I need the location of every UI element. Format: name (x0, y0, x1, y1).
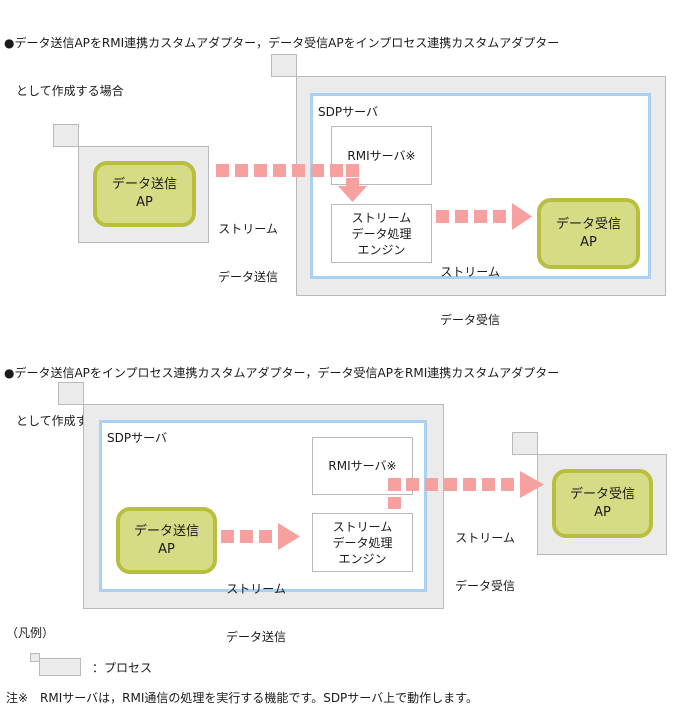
engine-line3: エンジン (357, 242, 406, 257)
engine-line1: ストリーム (332, 519, 393, 534)
arrow-dash (273, 164, 286, 177)
arrow-dash (501, 478, 514, 491)
process-tab (271, 54, 297, 77)
recv-label-line2: データ受信 (440, 313, 501, 327)
recv-ap-line1: データ受信 (569, 486, 635, 502)
arrow-dash (482, 478, 495, 491)
engine-line2: データ処理 (351, 226, 412, 241)
send-ap-line1: データ送信 (133, 523, 199, 539)
legend-process-tab (30, 653, 40, 662)
arrow-dash (216, 164, 229, 177)
arrow-dash (463, 478, 476, 491)
arrow-head (278, 523, 300, 550)
send-label-line2: データ送信 (226, 630, 287, 644)
sdp-server-label: SDPサーバ (318, 105, 378, 119)
arrow-dash (221, 530, 234, 543)
arrow-dash (493, 210, 506, 223)
process-tab (58, 382, 84, 405)
section1-title-line2: として作成する場合 (4, 84, 124, 98)
send-label: ストリーム データ送信 (218, 189, 278, 301)
footnote: 注※ RMIサーバは，RMI通信の処理を実行する機能です。SDPサーバ上で動作し… (6, 691, 478, 705)
arrow-head (338, 186, 367, 202)
arrow-dash (330, 164, 343, 177)
send-ap-line1: データ送信 (111, 177, 177, 192)
engine-line2: データ処理 (332, 535, 393, 550)
arrow-dash (254, 164, 267, 177)
arrow-dash (455, 210, 468, 223)
legend-title: （凡例） (6, 626, 55, 640)
section2-title-line1: ●データ送信APをインプロセス連携カスタムアダプター，データ受信APをRMI連携… (4, 366, 560, 380)
sdp-server-label: SDPサーバ (107, 431, 167, 445)
send-ap[interactable]: データ送信 AP (93, 161, 196, 227)
section1-title: ●データ送信APをRMI連携カスタムアダプター，データ受信APをインプロセス連携… (4, 3, 559, 115)
recv-ap-line2: AP (580, 234, 597, 250)
legend-process-swatch (39, 658, 81, 676)
arrow-dash (292, 164, 305, 177)
arrow-head (520, 471, 544, 498)
arrow-dash (474, 210, 487, 223)
send-label-line1: ストリーム (226, 582, 286, 596)
rmi-server-label: RMIサーバ※ (328, 459, 397, 473)
engine-line1: ストリーム (351, 210, 412, 225)
arrow-head (512, 203, 532, 230)
send-label-line2: データ送信 (218, 270, 279, 284)
arrow-dash (425, 478, 438, 491)
arrow-dash (436, 210, 449, 223)
arrow-dash (346, 178, 359, 186)
recv-ap-line2: AP (594, 504, 611, 520)
recv-label: ストリーム データ受信 (440, 232, 500, 344)
stream-engine[interactable]: ストリーム データ処理 エンジン (312, 513, 413, 572)
arrow-dash (240, 530, 253, 543)
send-ap[interactable]: データ送信 AP (116, 507, 217, 574)
recv-ap[interactable]: データ受信 AP (552, 469, 653, 538)
process-tab (512, 432, 538, 455)
recv-ap[interactable]: データ受信 AP (537, 198, 640, 269)
recv-label-line1: ストリーム (440, 265, 500, 279)
legend-process-label: ：プロセス (92, 661, 153, 675)
rmi-server-label: RMIサーバ※ (347, 148, 416, 163)
send-ap-line2: AP (158, 541, 175, 557)
section1-title-line1: ●データ送信APをRMI連携カスタムアダプター，データ受信APをインプロセス連携… (4, 36, 560, 50)
arrow-dash (406, 478, 419, 491)
recv-label: ストリーム データ受信 (455, 498, 515, 610)
send-ap-line2: AP (136, 195, 153, 210)
arrow-dash (235, 164, 248, 177)
arrow-dash (259, 530, 272, 543)
arrow-dash (388, 497, 401, 509)
arrow-dash (388, 478, 401, 491)
recv-label-line1: ストリーム (455, 531, 515, 545)
process-tab (53, 124, 79, 147)
engine-line3: エンジン (338, 551, 387, 566)
arrow-dash (346, 164, 359, 177)
stream-engine[interactable]: ストリーム データ処理 エンジン (331, 204, 432, 263)
arrow-dash (444, 478, 457, 491)
send-label-line1: ストリーム (218, 222, 278, 236)
arrow-dash (311, 164, 324, 177)
recv-ap-line1: データ受信 (555, 216, 621, 232)
send-label: ストリーム データ送信 (226, 549, 286, 661)
recv-label-line2: データ受信 (455, 579, 516, 593)
